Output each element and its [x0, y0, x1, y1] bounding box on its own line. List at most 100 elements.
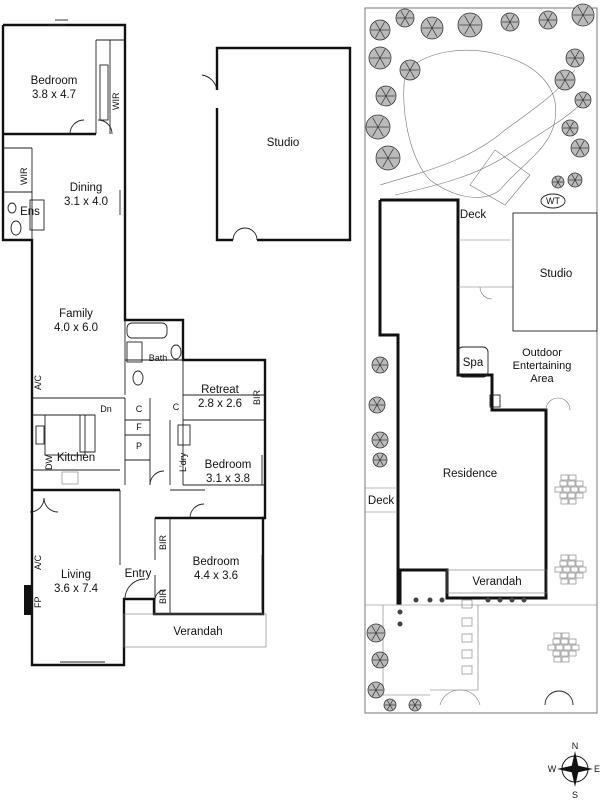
tree-branch	[379, 57, 386, 67]
tree-branch	[400, 17, 406, 26]
tree-branch	[379, 439, 384, 447]
cupboard-label-1: C	[136, 404, 143, 414]
paver	[553, 632, 562, 639]
tree-branch	[547, 19, 553, 28]
paver	[568, 498, 577, 505]
tree-branch	[564, 72, 570, 81]
tree-branch	[381, 95, 387, 104]
tree-branch	[411, 704, 416, 710]
dn-label: Dn	[100, 404, 112, 414]
room-bedroom-3-size: 4.4 x 3.6	[194, 570, 238, 582]
tree-branch	[387, 148, 394, 159]
pantry-label: P	[136, 441, 142, 451]
tree-branch	[382, 157, 389, 168]
tree-branch	[570, 50, 576, 59]
tree-branch	[376, 439, 381, 447]
tree-branch	[505, 21, 511, 30]
bir-label-bedroom-3-upper: BIR	[158, 534, 168, 550]
bir-label-bedroom-3-lower: BIR	[158, 588, 168, 604]
tree-branch	[404, 17, 410, 26]
shrub	[397, 621, 403, 627]
shrub	[439, 597, 445, 603]
compass-s-label: S	[572, 790, 578, 800]
paver	[559, 560, 568, 567]
tree-branch	[379, 364, 384, 372]
room-living-name: Living	[61, 569, 91, 581]
wir-label-bedroom: WIR	[111, 92, 121, 110]
tree-branch	[409, 69, 415, 78]
room-living-size: 3.6 x 7.4	[54, 583, 99, 595]
tree-branch	[379, 29, 385, 38]
compass-e-label: E	[594, 764, 600, 774]
tree-branch	[381, 88, 387, 97]
shrub	[509, 597, 515, 603]
tree-branch	[411, 700, 416, 706]
paver	[560, 554, 569, 561]
room-family-size: 4.0 x 6.0	[54, 322, 98, 334]
tree-branch	[564, 79, 570, 88]
fridge-label: F	[136, 422, 142, 432]
tree-branch	[376, 653, 381, 661]
tree-branch	[376, 398, 381, 406]
tree-branch	[409, 62, 415, 71]
tree-branch	[385, 95, 391, 104]
outdoor-area-label-line2: Entertaining	[513, 360, 572, 372]
tree-branch	[386, 704, 391, 710]
tree-branch	[375, 683, 380, 691]
tree-branch	[469, 15, 476, 26]
tree-branch	[372, 126, 379, 137]
studio-label-floor: Studio	[267, 137, 300, 149]
tree-branch	[374, 49, 381, 59]
tree-branch	[379, 653, 384, 661]
compass	[557, 751, 593, 787]
tree-branch	[404, 10, 410, 19]
room-bedroom-2-name: Bedroom	[205, 459, 252, 471]
paver	[568, 578, 577, 585]
tree-branch	[575, 140, 581, 149]
tree-branch	[376, 404, 381, 412]
outdoor-area-label-line1: Outdoor	[522, 347, 562, 359]
compass-n-label: N	[572, 741, 579, 751]
tree-branch	[375, 29, 381, 38]
paver	[562, 566, 571, 573]
room-dining-name: Dining	[70, 182, 103, 194]
paver	[560, 498, 569, 505]
outdoor-area-label-line3: Area	[530, 373, 554, 385]
tree-branch	[377, 126, 384, 137]
tree-branch	[554, 181, 559, 187]
paver	[560, 638, 569, 645]
tree-branch	[372, 683, 377, 691]
paver	[560, 474, 569, 481]
tree-branch	[431, 19, 438, 29]
tree-branch	[574, 174, 579, 181]
tree-branch	[389, 700, 394, 706]
tree-branch	[579, 93, 584, 101]
paver	[561, 656, 570, 663]
entry-label: Entry	[125, 568, 152, 580]
paver	[578, 566, 587, 573]
tree-branch	[376, 659, 381, 667]
tree-branch	[431, 27, 438, 37]
trees	[365, 3, 595, 712]
tree-branch	[376, 364, 381, 372]
shrub	[521, 597, 527, 603]
tree-branch	[379, 358, 384, 366]
tree-branch	[566, 127, 571, 135]
room-bedroom-master-size: 3.8 x 4.7	[32, 89, 76, 101]
tree-branch	[385, 88, 391, 97]
tree-branch	[469, 24, 476, 35]
room-bedroom-2-size: 3.1 x 3.8	[206, 473, 250, 485]
tree-branch	[574, 179, 579, 186]
paver	[578, 486, 587, 493]
paver	[568, 650, 577, 657]
tree-branch	[386, 700, 391, 706]
studio-floor-plan	[201, 46, 352, 242]
tree-branch	[400, 10, 406, 19]
tree-branch	[389, 704, 394, 710]
verandah-label-floor: Verandah	[173, 626, 222, 638]
tree-branch	[372, 689, 377, 697]
tree-branch	[379, 454, 384, 461]
tree-branch	[579, 147, 585, 156]
paver	[567, 492, 576, 499]
tree-branch	[464, 15, 471, 26]
